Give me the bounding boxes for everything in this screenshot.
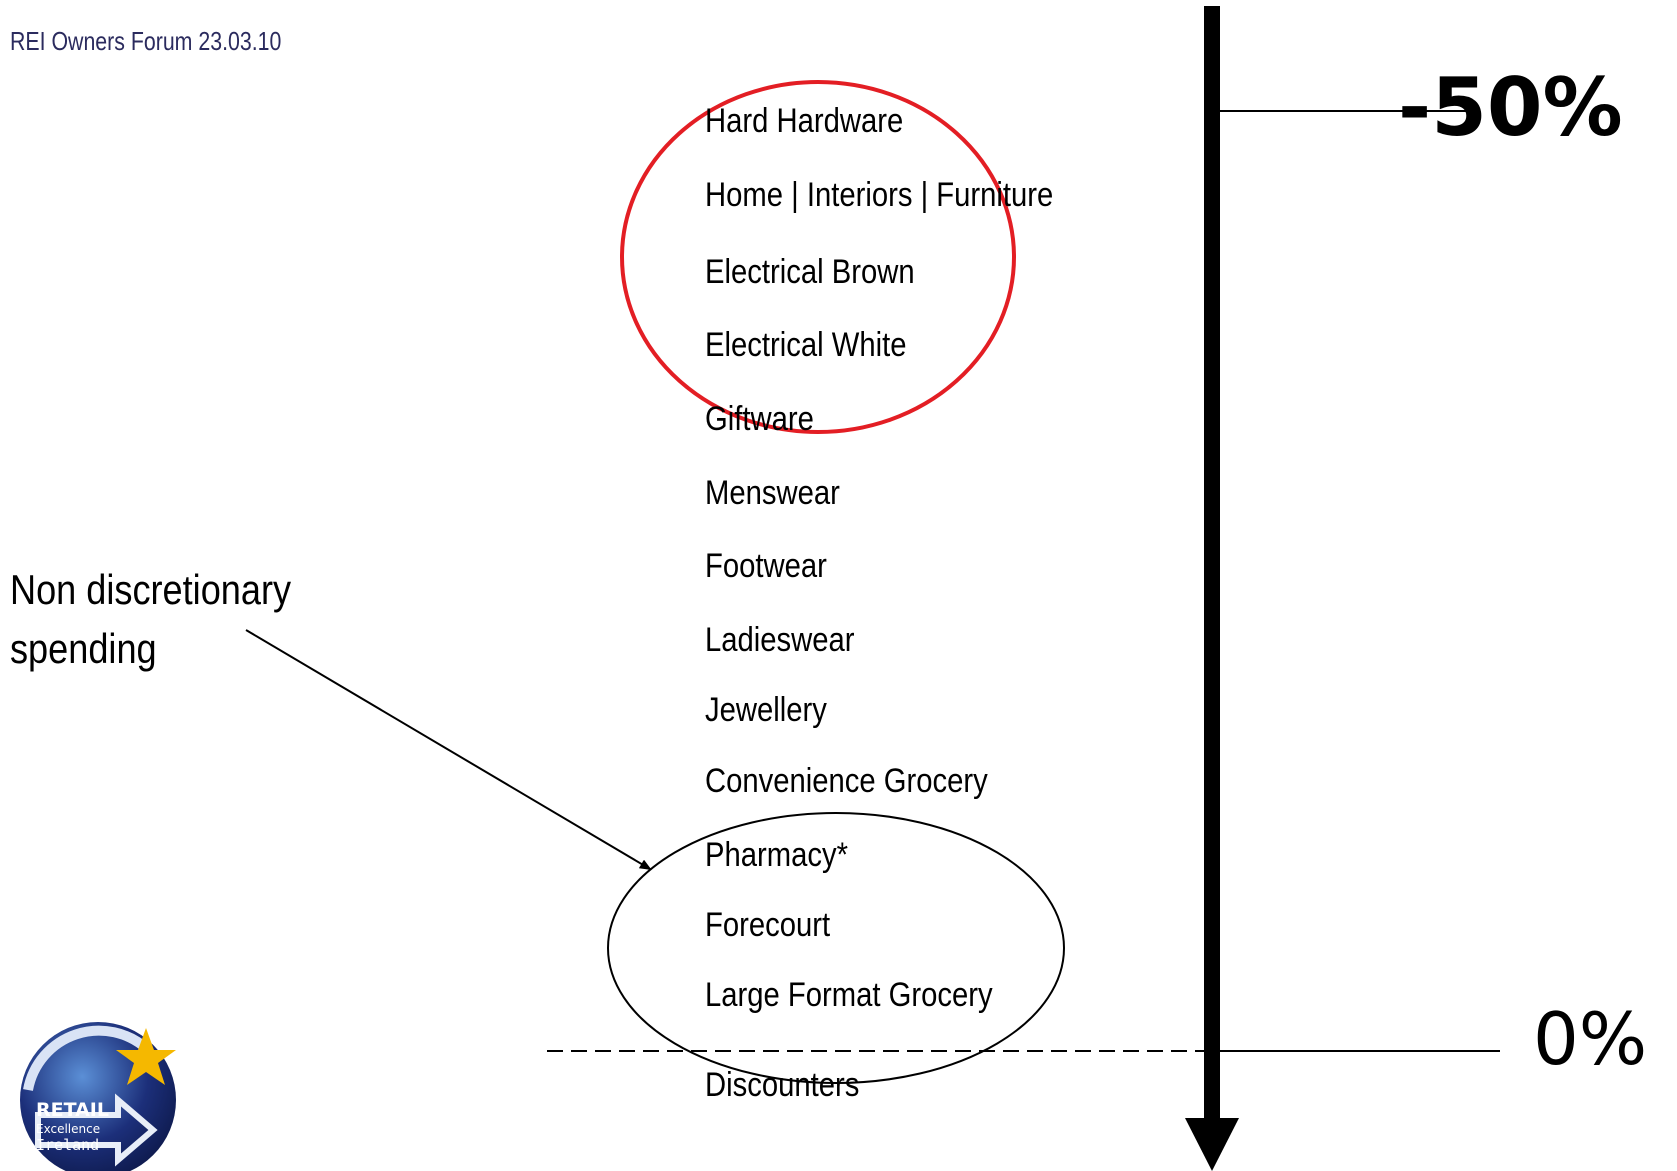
category-label: Electrical Brown — [705, 253, 915, 291]
category-label: Footwear — [705, 547, 827, 585]
logo-word-2: Excellence — [36, 1122, 100, 1136]
scale-arrow-head — [1185, 1118, 1239, 1171]
category-label: Giftware — [705, 400, 814, 438]
category-label: Electrical White — [705, 326, 907, 364]
scale-top-label: -50% — [1398, 61, 1623, 154]
category-label: Discounters — [705, 1066, 860, 1104]
annotation-line-1: Non discretionary — [10, 566, 292, 613]
category-label: Forecourt — [705, 906, 831, 944]
annotation-arrow — [245, 629, 652, 871]
annotation-line-2: spending — [10, 625, 157, 672]
category-label: Ladieswear — [705, 621, 855, 659]
header-title: REI Owners Forum 23.03.10 — [10, 26, 282, 56]
retail-excellence-ireland-logo: RETAIL Excellence Ireland — [20, 1022, 176, 1171]
category-label: Jewellery — [705, 691, 827, 729]
scale-bottom-label: 0% — [1533, 997, 1648, 1081]
non-discretionary-ellipse — [607, 812, 1065, 1084]
category-label: Large Format Grocery — [705, 976, 993, 1014]
category-label: Convenience Grocery — [705, 762, 988, 800]
logo-word-3: Ireland — [36, 1136, 99, 1154]
logo-word-1: RETAIL — [36, 1099, 109, 1121]
category-label: Menswear — [705, 474, 840, 512]
non-discretionary-annotation: Non discretionary spending — [10, 560, 291, 678]
category-label: Hard Hardware — [705, 102, 904, 140]
category-label: Pharmacy* — [705, 836, 849, 874]
red-highlight-ellipse — [620, 80, 1016, 434]
category-label: Home | Interiors | Furniture — [705, 176, 1054, 214]
